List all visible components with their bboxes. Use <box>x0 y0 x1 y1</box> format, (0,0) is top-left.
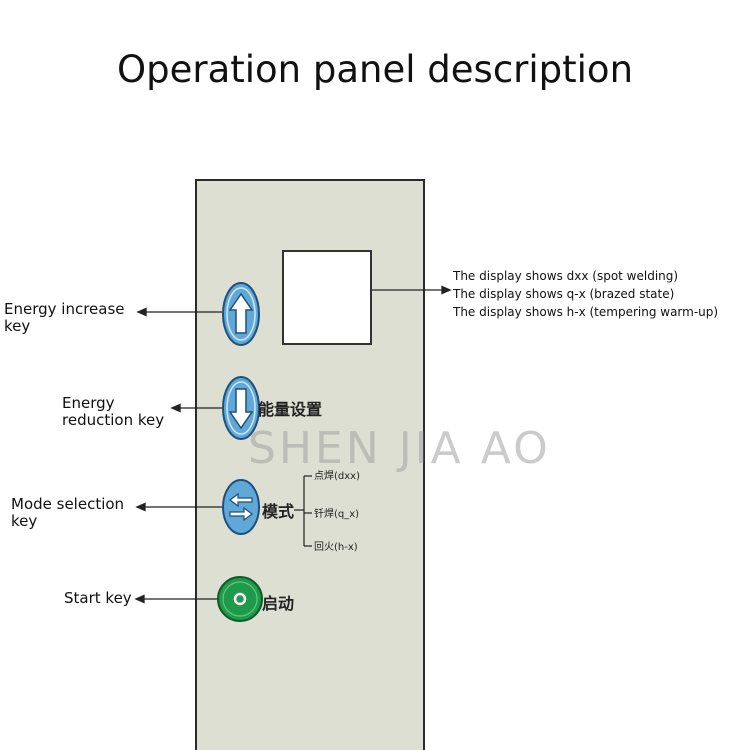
energy-reduction-button[interactable] <box>222 376 260 440</box>
mode-selection-button[interactable] <box>222 479 260 535</box>
reduction-arrowhead <box>170 403 181 413</box>
display-screen <box>282 250 372 345</box>
energy-reduction-label: Energy reduction key <box>62 394 165 429</box>
mode-option-spot: 点焊(dxx) <box>314 471 360 482</box>
arrow-down-icon <box>228 388 254 430</box>
arrow-up-icon <box>228 292 254 334</box>
mode-option-temper: 回火(h-x) <box>314 542 358 553</box>
mode-label: 模式 <box>262 502 295 521</box>
energy-increase-button[interactable] <box>222 282 260 346</box>
energy-setting-label: 能量设置 <box>258 400 323 419</box>
watermark: SHEN JIA AO <box>248 423 551 474</box>
energy-increase-label: Energy increase key <box>4 300 125 335</box>
display-desc-braze: The display shows q-x (brazed state) <box>453 287 675 301</box>
display-arrowhead <box>441 285 452 295</box>
mode-option-braze: 钎焊(q_x) <box>314 509 360 520</box>
mode-arrowhead <box>135 502 146 512</box>
mode-switch-icon <box>229 492 253 522</box>
start-arrowhead <box>134 594 145 604</box>
start-key-label: Start key <box>64 589 132 607</box>
mode-bracket <box>294 475 312 547</box>
display-desc-spot: The display shows dxx (spot welding) <box>453 269 679 283</box>
start-panel-label: 启动 <box>262 594 295 613</box>
power-ring-icon <box>233 592 247 606</box>
display-desc-temper: The display shows h-x (tempering warm-up… <box>453 305 719 319</box>
increase-arrowhead <box>136 307 147 317</box>
mode-selection-label: Mode selection key <box>11 495 125 530</box>
page-title: Operation panel description <box>116 48 634 91</box>
start-button[interactable] <box>217 576 263 622</box>
